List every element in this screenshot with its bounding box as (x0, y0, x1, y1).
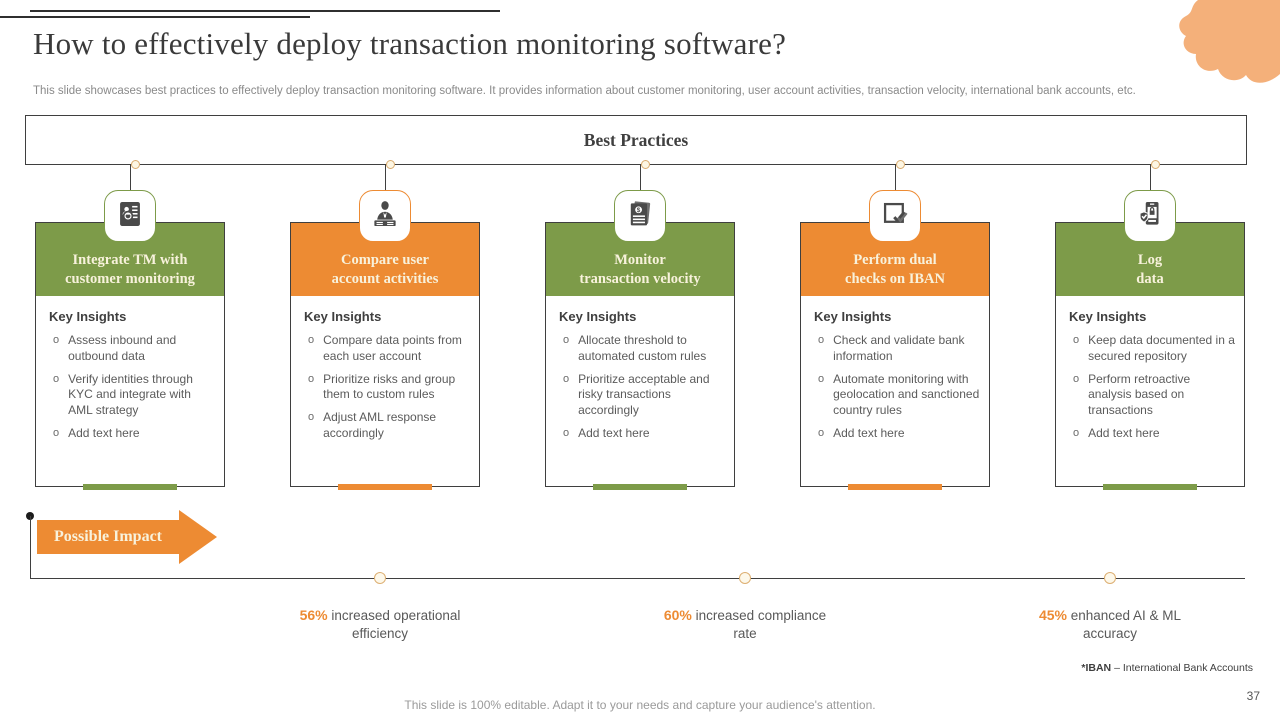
best-practices-banner: Best Practices (25, 115, 1247, 165)
key-insights-heading: Key Insights (559, 309, 637, 324)
stat-value: 45% (1038, 607, 1067, 623)
iban-footnote: *IBAN – International Bank Accounts (1081, 662, 1253, 674)
insight-item: Perform retroactive analysis based on tr… (1069, 372, 1235, 419)
key-insights-heading: Key Insights (1069, 309, 1147, 324)
connector-line (894, 165, 896, 191)
connector-line (384, 165, 386, 191)
insight-item: Keep data documented in a secured reposi… (1069, 333, 1235, 365)
card-accent-bar (593, 484, 687, 490)
stat-label: increased compliance rate (691, 608, 827, 641)
stat-marker (739, 572, 751, 584)
practice-card: Log data Key Insights Keep data document… (1055, 222, 1245, 487)
transaction-document-icon: $ (623, 197, 657, 236)
connector-line (1149, 165, 1151, 191)
insight-item: Check and validate bank information (814, 333, 980, 365)
card-body: Key Insights Assess inbound and outbound… (36, 296, 224, 442)
insight-item: Add text here (814, 426, 980, 442)
card-body: Key Insights Check and validate bank inf… (801, 296, 989, 442)
top-decor-line-1 (30, 10, 500, 12)
impact-horizontal-line (30, 578, 1245, 579)
card-icon-box (1124, 190, 1176, 242)
page-title: How to effectively deploy transaction mo… (33, 26, 787, 61)
card-icon-box (104, 190, 156, 242)
page-subtitle: This slide showcases best practices to e… (33, 85, 1136, 97)
card-header: Integrate TM with customer monitoring (36, 223, 224, 296)
card-accent-bar (338, 484, 432, 490)
card-accent-bar (848, 484, 942, 490)
insight-item: Adjust AML response accordingly (304, 410, 470, 442)
secure-log-icon (1133, 197, 1167, 236)
practice-card: Compare user account activities Key Insi… (290, 222, 480, 487)
dual-check-icon (878, 197, 912, 236)
editable-note: This slide is 100% editable. Adapt it to… (404, 698, 876, 712)
connector-node (386, 160, 395, 169)
possible-impact-arrow: Possible Impact (37, 520, 179, 554)
insight-item: Automate monitoring with geolocation and… (814, 372, 980, 419)
insight-item: Allocate threshold to automated custom r… (559, 333, 725, 365)
connector-node (896, 160, 905, 169)
key-insights-heading: Key Insights (814, 309, 892, 324)
card-accent-bar (83, 484, 177, 490)
insight-item: Verify identities through KYC and integr… (49, 372, 215, 419)
impact-stat: 56% increased operational efficiency (290, 606, 470, 642)
possible-impact-label: Possible Impact (54, 528, 162, 545)
card-icon-box (359, 190, 411, 242)
insight-item: Compare data points from each user accou… (304, 333, 470, 365)
insight-item: Prioritize risks and group them to custo… (304, 372, 470, 404)
top-decor-line-2 (0, 16, 310, 18)
page-number: 37 (1246, 689, 1260, 703)
card-title: Monitor transaction velocity (579, 252, 701, 288)
insight-item: Prioritize acceptable and risky transact… (559, 372, 725, 419)
footnote-term: *IBAN (1081, 662, 1112, 674)
insight-item: Add text here (1069, 426, 1235, 442)
card-icon-box (869, 190, 921, 242)
connector-node (1151, 160, 1160, 169)
card-icon-box: $ (614, 190, 666, 242)
insight-item: Add text here (559, 426, 725, 442)
card-body: Key Insights Allocate threshold to autom… (546, 296, 734, 442)
card-accent-bar (1103, 484, 1197, 490)
customer-search-icon (113, 197, 147, 236)
svg-text:$: $ (637, 207, 641, 214)
card-title: Integrate TM with customer monitoring (65, 252, 195, 288)
key-insights-heading: Key Insights (304, 309, 382, 324)
stat-value: 56% (299, 607, 328, 623)
card-title: Perform dual checks on IBAN (845, 252, 945, 288)
impact-vertical-line (30, 516, 31, 578)
stat-label: enhanced AI & ML accuracy (1066, 608, 1182, 641)
insight-item: Add text here (49, 426, 215, 442)
stat-label: increased operational efficiency (327, 608, 461, 641)
key-insights-heading: Key Insights (49, 309, 127, 324)
practice-card: Monitor transaction velocity Key Insight… (545, 222, 735, 487)
possible-impact-arrow-head (179, 510, 217, 564)
card-title: Compare user account activities (331, 252, 439, 288)
stat-marker (374, 572, 386, 584)
practice-card: Perform dual checks on IBAN Key Insights… (800, 222, 990, 487)
impact-stat: 45% enhanced AI & ML accuracy (1020, 606, 1200, 642)
stat-marker (1104, 572, 1116, 584)
user-account-icon (368, 197, 402, 236)
corner-blob-decor (1179, 0, 1280, 83)
insight-item: Assess inbound and outbound data (49, 333, 215, 365)
banner-title: Best Practices (583, 129, 689, 150)
stat-value: 60% (663, 607, 692, 623)
card-body: Key Insights Keep data documented in a s… (1056, 296, 1244, 442)
connector-line (639, 165, 641, 191)
connector-node (131, 160, 140, 169)
footnote-definition: – International Bank Accounts (1111, 662, 1253, 674)
practice-card: Integrate TM with customer monitoring Ke… (35, 222, 225, 487)
impact-stat: 60% increased compliance rate (655, 606, 835, 642)
connector-line (129, 165, 131, 191)
connector-node (641, 160, 650, 169)
card-body: Key Insights Compare data points from ea… (291, 296, 479, 442)
card-title: Log data (1136, 252, 1164, 288)
